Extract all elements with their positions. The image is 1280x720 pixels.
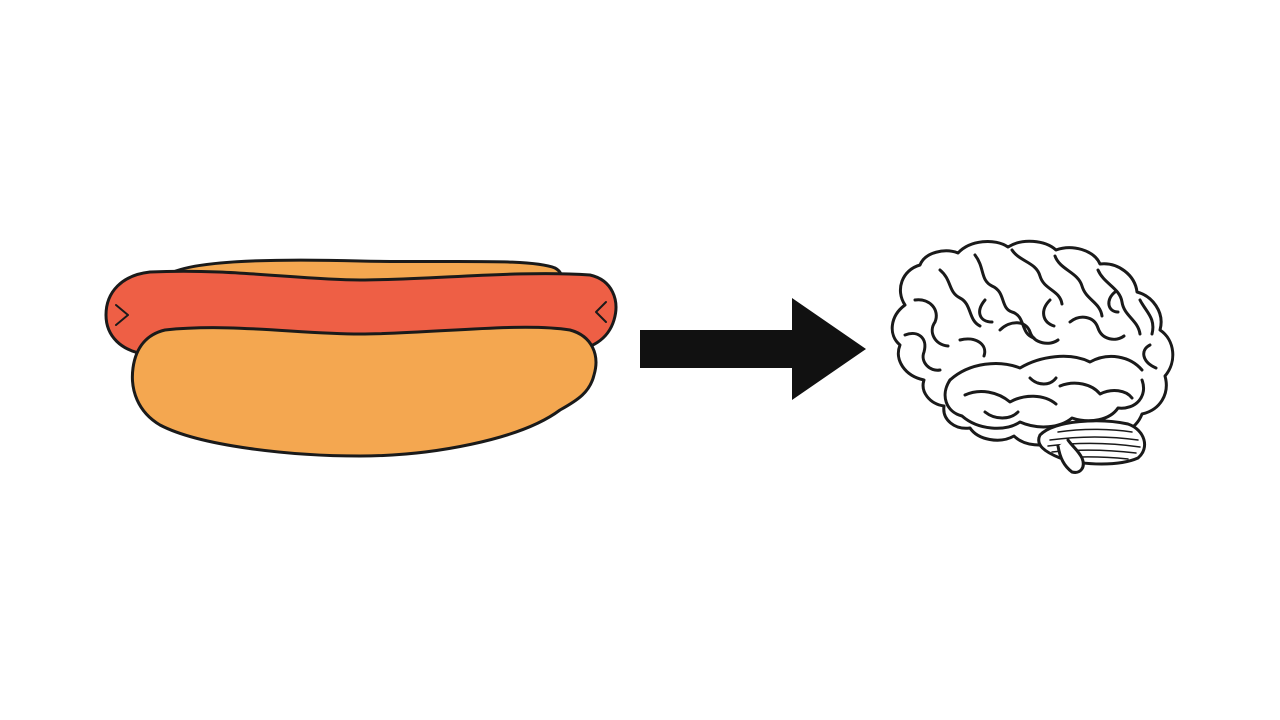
brain-fold: [1058, 381, 1134, 400]
bun-front: [130, 325, 598, 458]
brain-fold: [938, 268, 982, 328]
brain-cerebrum-outline: [890, 239, 1175, 447]
brain-fold: [1053, 254, 1104, 318]
brain-sulcus-lateral: [948, 354, 1144, 382]
brain-fold: [978, 298, 994, 324]
brain-fold: [1096, 268, 1142, 336]
right-arrow-icon: [640, 298, 866, 400]
brain-fold: [958, 337, 987, 358]
brain-temporal-lobe: [943, 378, 1145, 430]
brain-fold: [1107, 290, 1120, 314]
brain-icon: [890, 239, 1175, 474]
hot-dog-icon: [104, 258, 618, 458]
brain-fold: [1042, 298, 1056, 328]
brain-fold: [1142, 343, 1158, 370]
brain-fold: [1010, 248, 1064, 306]
cerebellum-stripe: [1049, 436, 1139, 441]
brain-fold: [983, 410, 1020, 420]
brain-fold: [913, 298, 950, 348]
brain-fold: [963, 390, 1058, 406]
arrow-shape: [640, 298, 866, 400]
brain-fold: [1068, 315, 1126, 341]
sausage-right-end-mark: [595, 301, 607, 323]
brain-fold: [998, 321, 1060, 345]
cerebellum-stripe: [1057, 428, 1133, 433]
brain-fold: [1138, 298, 1155, 336]
brain-fold: [1028, 376, 1058, 386]
sausage-left-end-mark: [115, 304, 129, 326]
brain-fold: [903, 332, 942, 372]
brain-stem: [1056, 438, 1085, 474]
